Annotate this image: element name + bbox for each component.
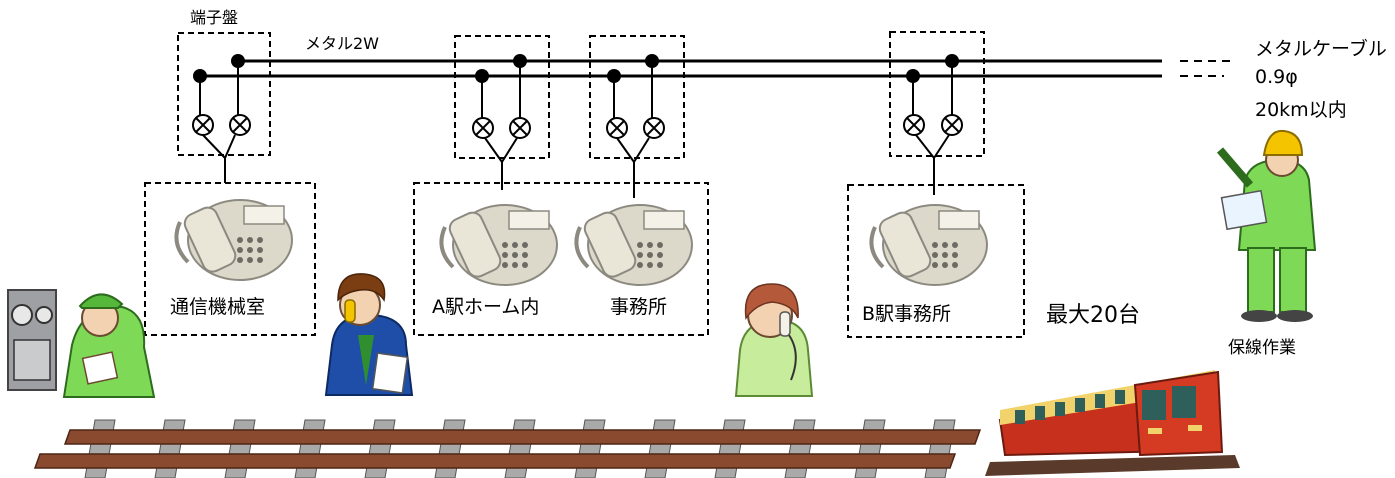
junction-dots	[193, 54, 959, 83]
maintenance-worker-icon	[1216, 129, 1317, 322]
lamp-symbols	[192, 114, 963, 139]
terminal-boxes	[177, 31, 985, 159]
office-label: 事務所	[610, 296, 668, 318]
terminal-connections	[199, 61, 953, 198]
a-station-home-label: A駅ホーム内	[432, 296, 540, 318]
cable-distance-label: 20km以内	[1255, 99, 1347, 121]
railway-track	[33, 419, 982, 478]
cable-continuation-dashes	[1180, 60, 1232, 77]
max-units-label: 最大20台	[1046, 303, 1140, 328]
phone-icon	[439, 203, 559, 287]
train-icon	[985, 370, 1240, 476]
metal-cable-lines	[200, 59, 1162, 78]
metal-2w-label: メタル2W	[305, 34, 380, 53]
businessman-icon	[324, 273, 414, 396]
woman-icon	[734, 283, 814, 397]
cable-name-label: メタルケーブル	[1255, 38, 1387, 60]
cable-diameter-label: 0.9φ	[1255, 66, 1298, 88]
maintenance-label: 保線作業	[1228, 338, 1296, 358]
terminal-board-label: 端子盤	[190, 8, 239, 27]
engineer-icon	[7, 289, 156, 398]
comm-room-label: 通信機械室	[170, 296, 266, 318]
phone-icon	[574, 203, 694, 287]
b-station-office-label: B駅事務所	[862, 303, 952, 325]
phone-icon	[174, 198, 294, 282]
phone-icon	[869, 203, 989, 287]
phone-boxes	[144, 182, 1025, 338]
